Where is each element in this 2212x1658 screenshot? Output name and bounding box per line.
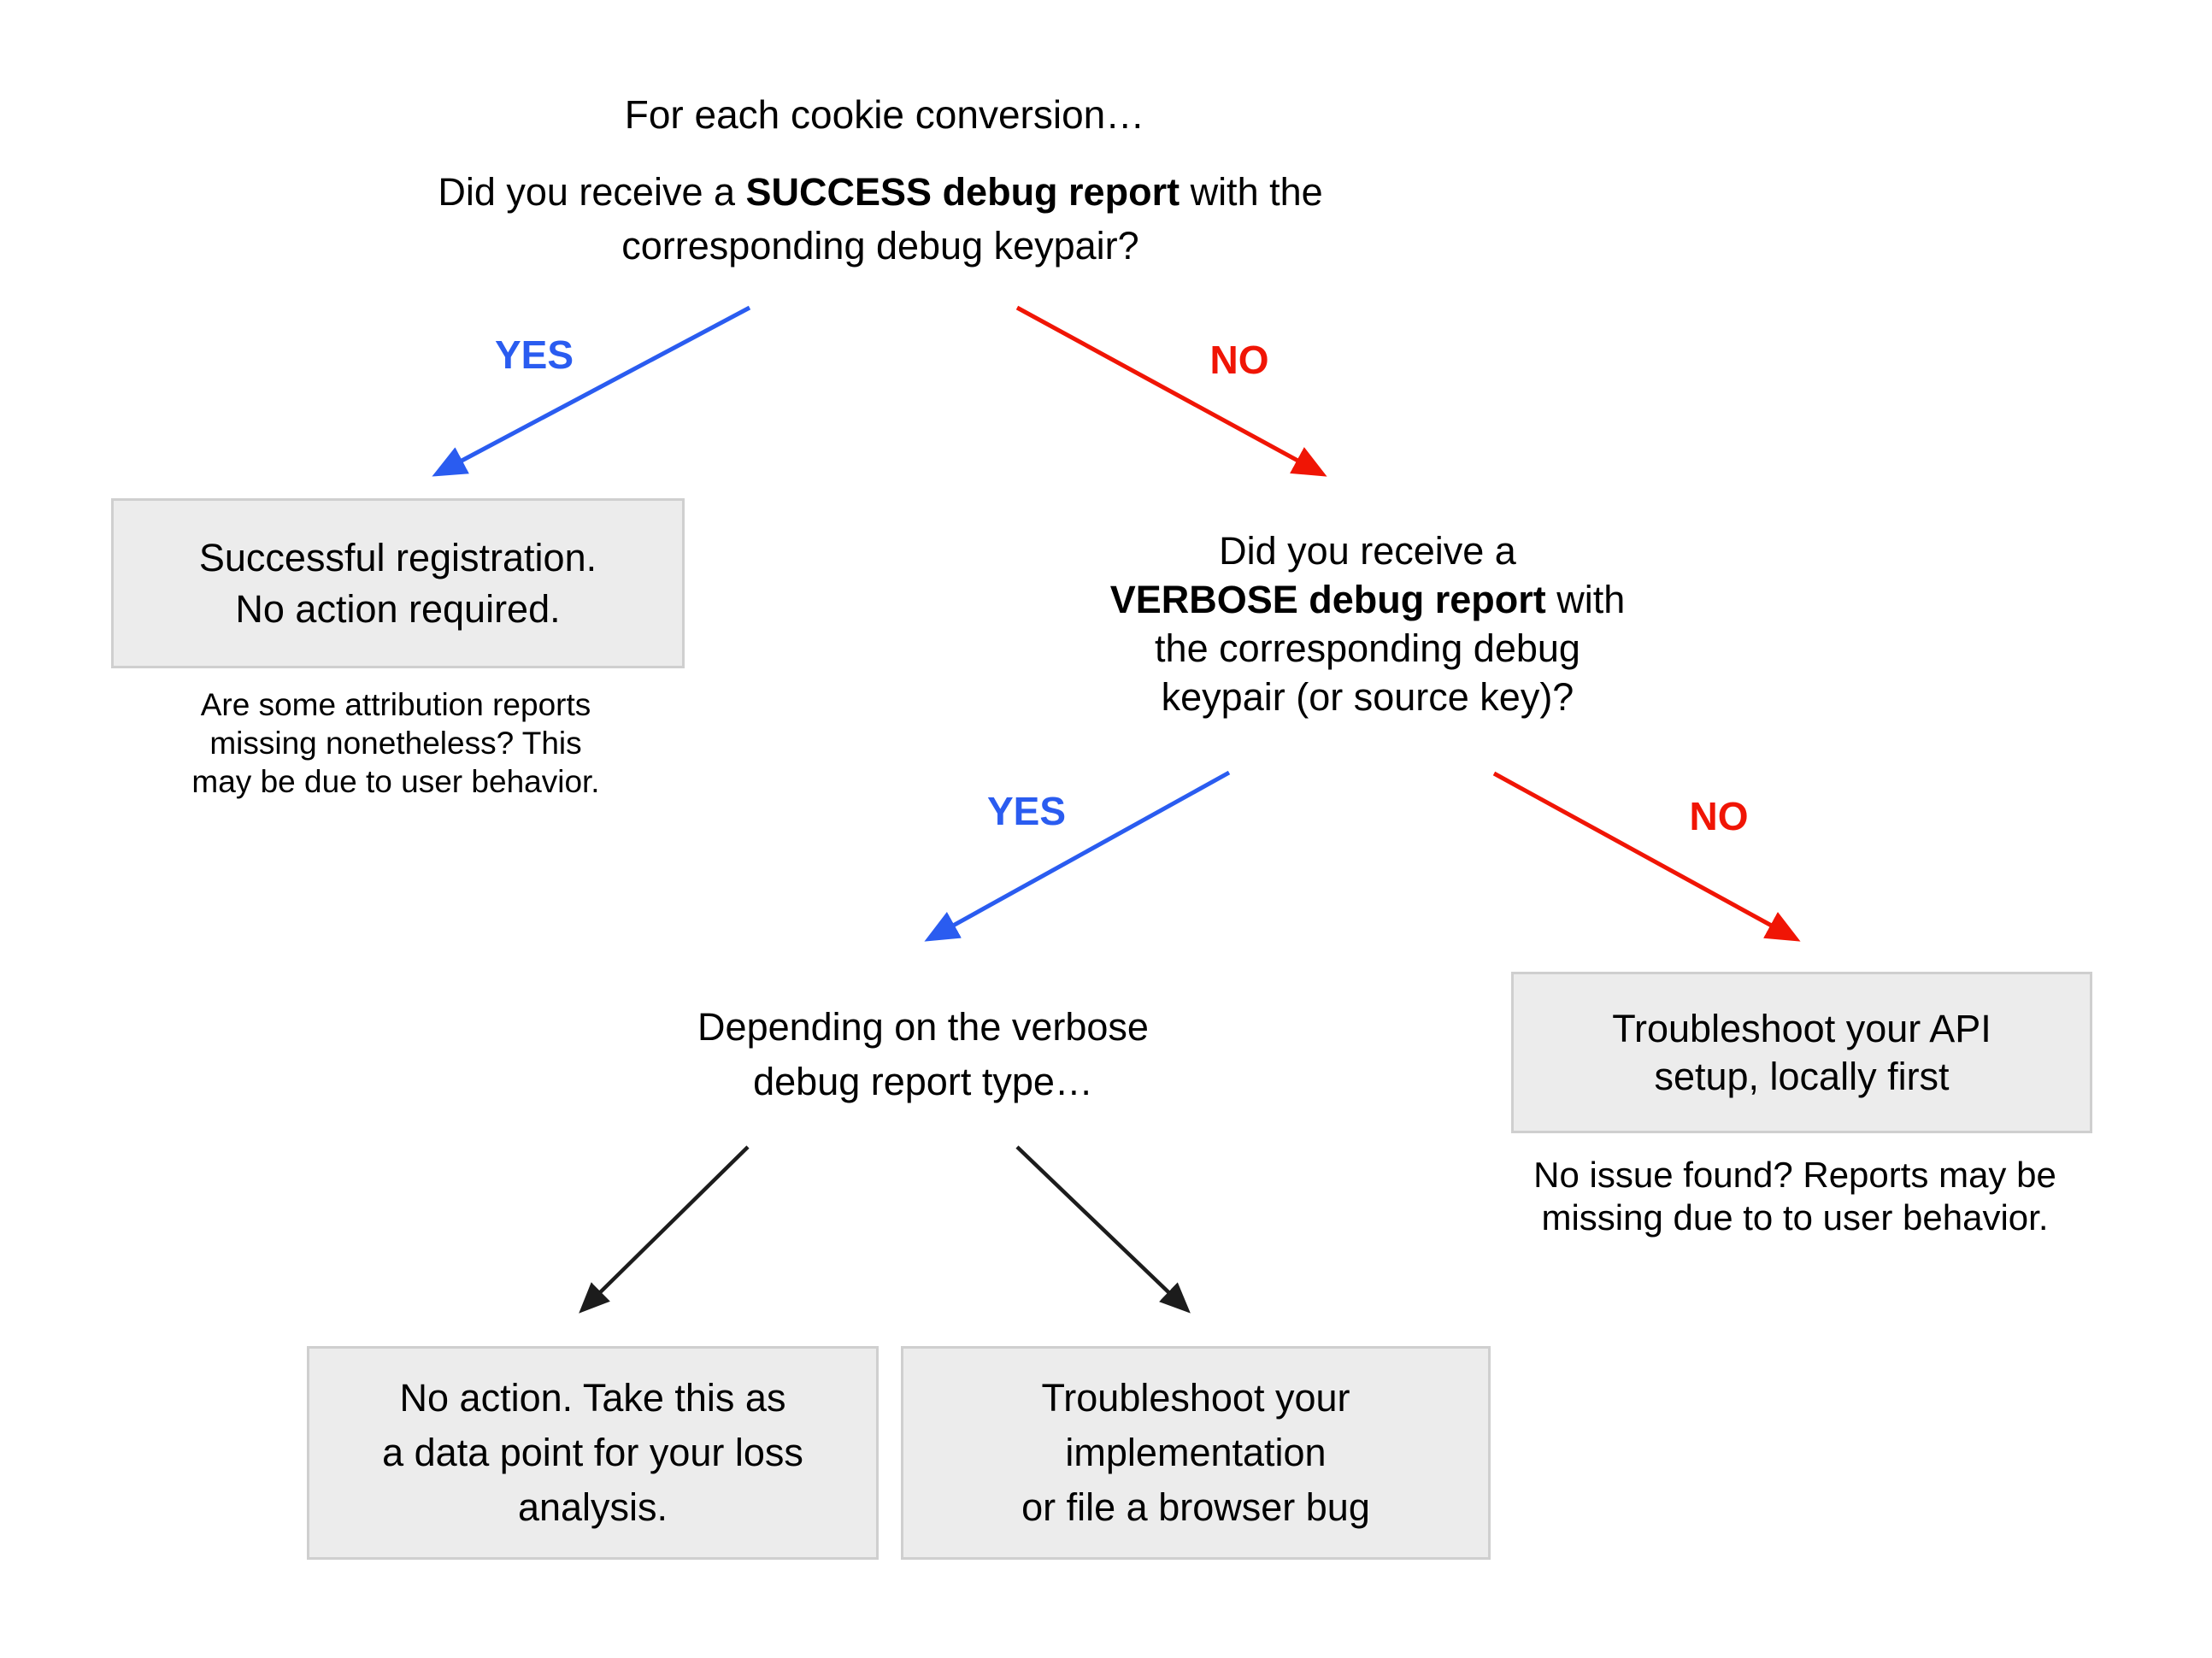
branch2-yes-label: YES — [986, 789, 1067, 833]
api-box: Troubleshoot your API setup, locally fir… — [1511, 972, 2092, 1133]
verbose-right-arrow — [1015, 1145, 1191, 1314]
no-action-box: No action. Take this as a data point for… — [307, 1346, 879, 1560]
branch2-no-arrow — [1492, 771, 1801, 942]
depending-text: Depending on the verbose debug report ty… — [697, 1005, 1149, 1103]
troubleshoot-box: Troubleshoot your implementation or file… — [901, 1346, 1491, 1560]
branch2-no-label: NO — [1689, 794, 1749, 838]
branch1-no-label: NO — [1209, 338, 1269, 382]
api-note: No issue found? Reports may be missing d… — [1533, 1155, 2056, 1238]
branch1-yes-label: YES — [494, 332, 574, 377]
success-note: Are some attribution reports missing non… — [191, 687, 600, 799]
success-box: Successful registration. No action requi… — [111, 498, 685, 668]
root-question: Did you receive a SUCCESS debug report w… — [438, 170, 1323, 268]
branch1-no-arrow — [1015, 305, 1327, 477]
branch2-yes-arrow — [924, 770, 1231, 942]
verbose-question: Did you receive a VERBOSE debug report w… — [1109, 529, 1626, 719]
branch1-yes-arrow — [432, 305, 751, 477]
verbose-left-arrow — [579, 1145, 750, 1314]
intro-text: For each cookie conversion… — [624, 92, 1145, 137]
